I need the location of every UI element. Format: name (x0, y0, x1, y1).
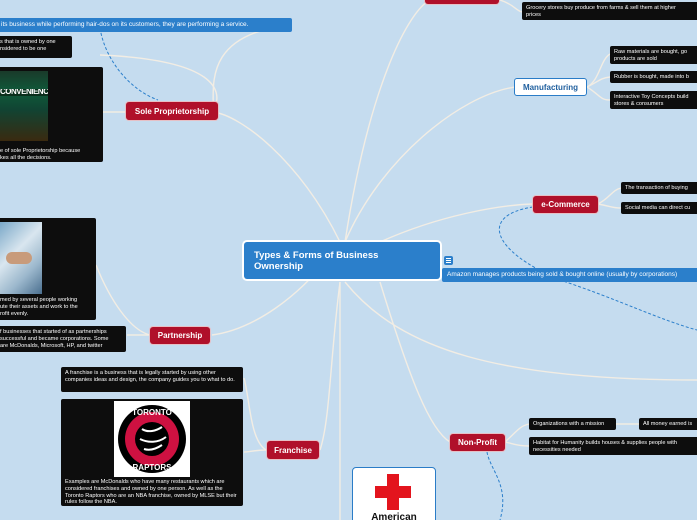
manufacturing-item-1: Raw materials are bought, go products ar… (610, 46, 697, 64)
sole-definition: s that is owned by one nsidered to be on… (0, 36, 72, 58)
franchise-definition: A franchise is a business that is legall… (61, 367, 243, 392)
grocery-note: Grocery stores buy produce from farms & … (522, 2, 697, 20)
central-topic[interactable]: Types & Forms of Business Ownership (244, 242, 440, 279)
manufacturing-item-3: Interactive Toy Concepts build stores & … (610, 91, 697, 109)
amazon-note-banner: Amazon manages products being sold & bou… (442, 268, 697, 282)
raptors-logo: TORONTO RAPTORS (114, 401, 190, 477)
partnership-caption: med by several people working ute their … (0, 297, 78, 317)
raptors-logo-top: TORONTO (132, 408, 172, 417)
note-icon[interactable] (444, 256, 453, 265)
branch-non-profit[interactable]: Non-Profit (450, 434, 505, 451)
sole-service-banner: its business while performing hair-dos o… (0, 18, 292, 32)
partnership-examples: f businesses that started of as partners… (0, 326, 126, 352)
convenience-sign: CONVENIENCE (0, 89, 48, 96)
manufacturing-item-2: Rubber is bought, made into b (610, 71, 697, 83)
franchise-examples: Examples are McDonalds who have many res… (65, 479, 237, 506)
red-cross-label: American (371, 512, 417, 520)
partnership-image-card: med by several people working ute their … (0, 218, 96, 320)
nonprofit-item-1: Organizations with a mission (529, 418, 616, 430)
handshake-image (0, 222, 42, 294)
branch-e-commerce[interactable]: e-Commerce (533, 196, 598, 213)
convenience-store-image: CONVENIENCE (0, 71, 48, 141)
raptors-logo-graphic: TORONTO RAPTORS (118, 405, 186, 473)
raptors-logo-bottom: RAPTORS (133, 463, 173, 472)
top-branch-node[interactable] (425, 0, 499, 4)
nonprofit-item-2: All money earned is (639, 418, 697, 430)
sole-caption: e of sole Proprietorship because kes all… (0, 148, 81, 161)
franchise-image-card: TORONTO RAPTORS Examples are McDonalds w… (61, 399, 243, 506)
branch-franchise[interactable]: Franchise (267, 441, 319, 459)
sole-image-card: CONVENIENCE e of sole Proprietorship bec… (0, 67, 103, 162)
branch-partnership[interactable]: Partnership (150, 327, 210, 344)
branch-manufacturing[interactable]: Manufacturing (514, 78, 587, 96)
branch-sole-proprietorship[interactable]: Sole Proprietorship (126, 102, 218, 120)
nonprofit-item-3: Habitat for Humanity builds houses & sup… (529, 437, 697, 455)
red-cross-image: American (352, 467, 436, 520)
ecommerce-item-2: Social media can direct cu (621, 202, 697, 214)
ecommerce-item-1: The transaction of buying (621, 182, 697, 194)
